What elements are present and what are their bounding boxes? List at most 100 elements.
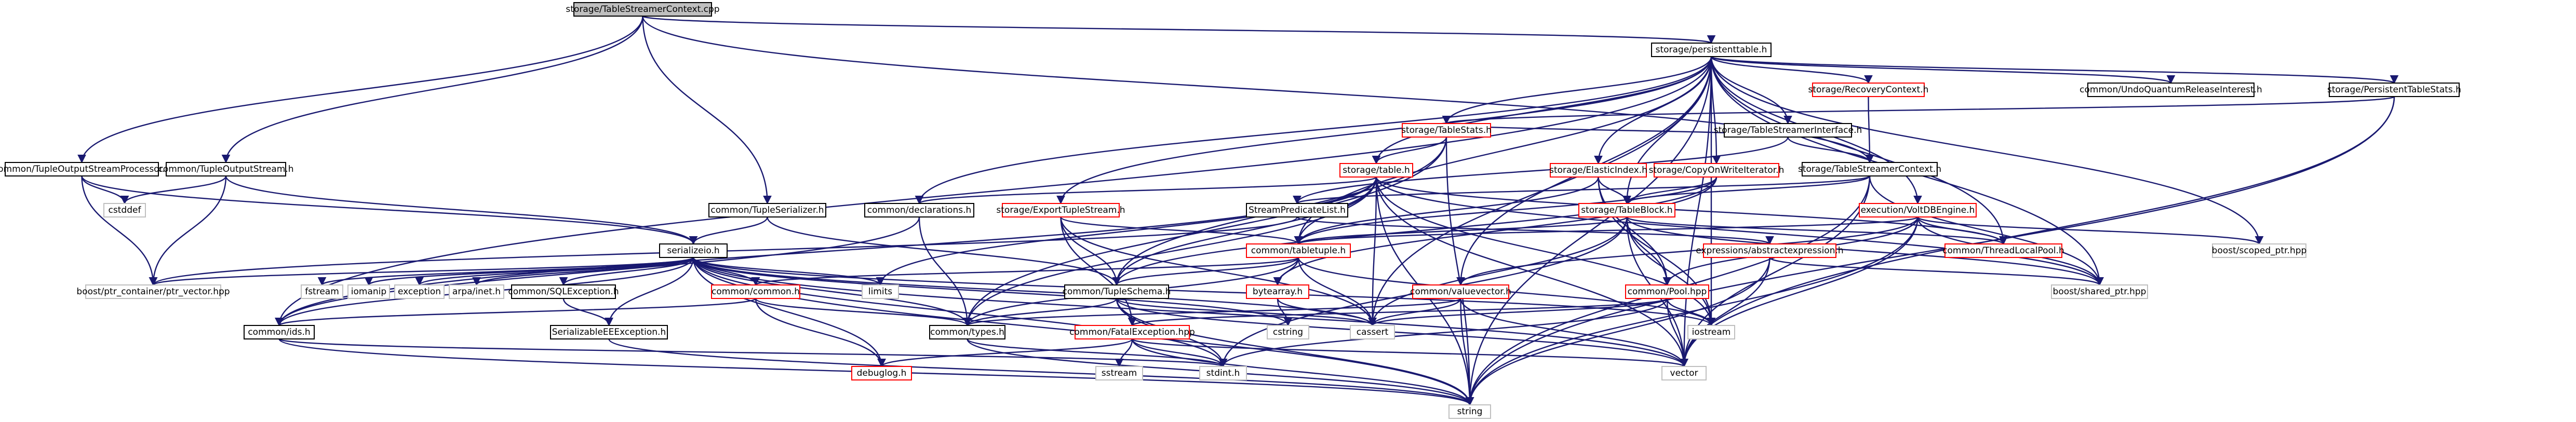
node-label: exception — [398, 287, 441, 297]
node-label: boost/ptr_container/ptr_vector.hpp — [76, 287, 230, 297]
edge-tb-to-cassert — [1368, 216, 1628, 326]
node-tstats[interactable]: storage/TableStats.h — [1401, 123, 1492, 138]
node-box — [1246, 243, 1351, 258]
node-label: cstddef — [109, 205, 142, 215]
node-ba[interactable]: bytearray.h — [1246, 284, 1309, 299]
node-cstring[interactable]: cstring — [1267, 325, 1309, 339]
node-label: storage/TableStreamerContext.cpp — [566, 4, 719, 15]
node-label: common/FatalException.hpp — [1069, 327, 1195, 337]
node-ids[interactable]: common/ids.h — [244, 325, 315, 339]
node-iomanip[interactable]: iomanip — [347, 284, 390, 299]
node-vde[interactable]: execution/VoltDBEngine.h — [1859, 203, 1977, 217]
node-tb[interactable]: storage/TableBlock.h — [1578, 203, 1675, 217]
node-bshp[interactable]: boost/shared_ptr.hpp — [2051, 284, 2148, 299]
node-root[interactable]: storage/TableStreamerContext.cpp — [566, 2, 720, 17]
node-label: string — [1457, 406, 1483, 417]
node-tlp[interactable]: common/ThreadLocalPool.h — [1942, 243, 2064, 258]
node-box — [1339, 163, 1413, 178]
node-sqle[interactable]: common/SQLException.h — [508, 284, 619, 299]
node-fe[interactable]: common/FatalException.hpp — [1069, 325, 1195, 339]
node-ei[interactable]: storage/ElasticIndex.h — [1549, 163, 1647, 178]
node-box — [1687, 325, 1735, 339]
node-undo[interactable]: common/UndoQuantumReleaseInterest.h — [2079, 83, 2262, 97]
node-tsi[interactable]: storage/TableStreamerInterface.h — [1714, 123, 1862, 138]
node-box — [347, 284, 390, 299]
edge-ba-to-cstring — [1277, 298, 1293, 326]
node-ser[interactable]: serializeio.h — [659, 243, 728, 258]
node-box — [573, 2, 712, 17]
node-box — [1654, 163, 1779, 178]
node-exception[interactable]: exception — [394, 284, 445, 299]
node-ts[interactable]: common/TupleSchema.h — [1063, 284, 1171, 299]
node-label: storage/ElasticIndex.h — [1549, 165, 1647, 175]
node-label: iomanip — [351, 287, 386, 297]
node-ets[interactable]: storage/ExportTupleStream.h — [996, 203, 1125, 217]
node-box — [449, 284, 504, 299]
node-rc[interactable]: storage/RecoveryContext.h — [1808, 83, 1929, 97]
node-label: StreamPredicateList.h — [1249, 205, 1346, 215]
edge-cow-to-ba — [1273, 176, 1718, 286]
node-box — [244, 325, 315, 339]
edge-ser-to-arpa — [472, 257, 694, 286]
node-label: bytearray.h — [1253, 287, 1303, 297]
node-table[interactable]: storage/table.h — [1339, 163, 1413, 178]
node-box — [659, 243, 728, 258]
node-iostream[interactable]: iostream — [1687, 325, 1735, 339]
node-decl[interactable]: common/declarations.h — [864, 203, 974, 217]
node-cassert[interactable]: cassert — [1350, 325, 1395, 339]
edge-vv-to-string — [1460, 298, 1474, 406]
edge-root-to-otsp — [77, 16, 643, 164]
node-box — [1812, 83, 1925, 97]
node-tser[interactable]: common/TupleSerializer.h — [708, 203, 826, 217]
edge-layer — [77, 15, 2398, 406]
node-bsp[interactable]: boost/scoped_ptr.hpp — [2212, 243, 2307, 258]
node-limits[interactable]: limits — [862, 284, 899, 299]
edge-ets-to-ts — [1060, 216, 1121, 286]
node-bpc[interactable]: boost/ptr_container/ptr_vector.hpp — [76, 284, 230, 299]
edge-tsc-to-bshp — [1869, 175, 2104, 286]
node-vv[interactable]: common/valuevector.h — [1410, 284, 1511, 299]
node-box — [708, 203, 826, 217]
node-types[interactable]: common/types.h — [929, 325, 1005, 339]
node-label: storage/TableStreamerContext.h — [1798, 164, 1941, 174]
node-cow[interactable]: storage/CopyOnWriteIterator.h — [1649, 163, 1785, 178]
node-spl[interactable]: StreamPredicateList.h — [1246, 203, 1348, 217]
node-box — [1578, 203, 1675, 217]
node-label: boost/shared_ptr.hpp — [2053, 287, 2146, 297]
node-debuglog[interactable]: debuglog.h — [851, 366, 912, 380]
edge-root-to-pt — [642, 15, 1715, 44]
edge-ae-to-vector — [1680, 257, 1770, 367]
node-box — [1412, 284, 1509, 299]
node-label: iostream — [1692, 327, 1731, 337]
node-pool[interactable]: common/Pool.hpp — [1625, 284, 1709, 299]
node-ctt[interactable]: common/tabletuple.h — [1246, 243, 1351, 258]
node-fstream[interactable]: fstream — [301, 284, 343, 299]
node-pt[interactable]: storage/persistenttable.h — [1651, 43, 1772, 57]
edge-pool-to-stdint — [1218, 298, 1668, 367]
edge-pt-to-undo — [1710, 56, 2175, 84]
node-see[interactable]: SerializableEEException.h — [550, 325, 668, 339]
edge-sqle-to-see — [562, 298, 613, 326]
edge-table-to-decl — [915, 176, 1377, 205]
node-cstddef[interactable]: cstddef — [103, 203, 146, 217]
node-sstream[interactable]: sstream — [1095, 366, 1143, 380]
node-arpa[interactable]: arpa/inet.h — [449, 284, 504, 299]
node-otsp[interactable]: common/TupleOutputStreamProcessor.h — [0, 162, 170, 176]
edge-vv-to-cassert — [1368, 298, 1461, 326]
edge-pt-to-bsp — [1710, 56, 2264, 245]
node-tsc[interactable]: storage/TableStreamerContext.h — [1798, 162, 1941, 176]
edge-ser-to-see — [605, 257, 694, 326]
node-string[interactable]: string — [1448, 404, 1491, 419]
edge-tstats-to-table — [1372, 137, 1447, 165]
node-ppts[interactable]: storage/PersistentTableStats.h — [2327, 83, 2461, 97]
node-cc[interactable]: common/common.h — [711, 284, 800, 299]
edge-ppts-to-tstats — [1442, 96, 2395, 125]
node-tos[interactable]: common/TupleOutputStream.h — [158, 162, 294, 176]
node-stdint[interactable]: stdint.h — [1199, 366, 1247, 380]
node-label: debuglog.h — [857, 368, 907, 378]
node-box — [2329, 83, 2460, 97]
edge-ae-to-string — [1465, 257, 1770, 406]
node-label: execution/VoltDBEngine.h — [1861, 205, 1975, 215]
node-ae[interactable]: expressions/abstractexpression.h — [1696, 243, 1844, 258]
node-vector[interactable]: vector — [1661, 366, 1707, 380]
